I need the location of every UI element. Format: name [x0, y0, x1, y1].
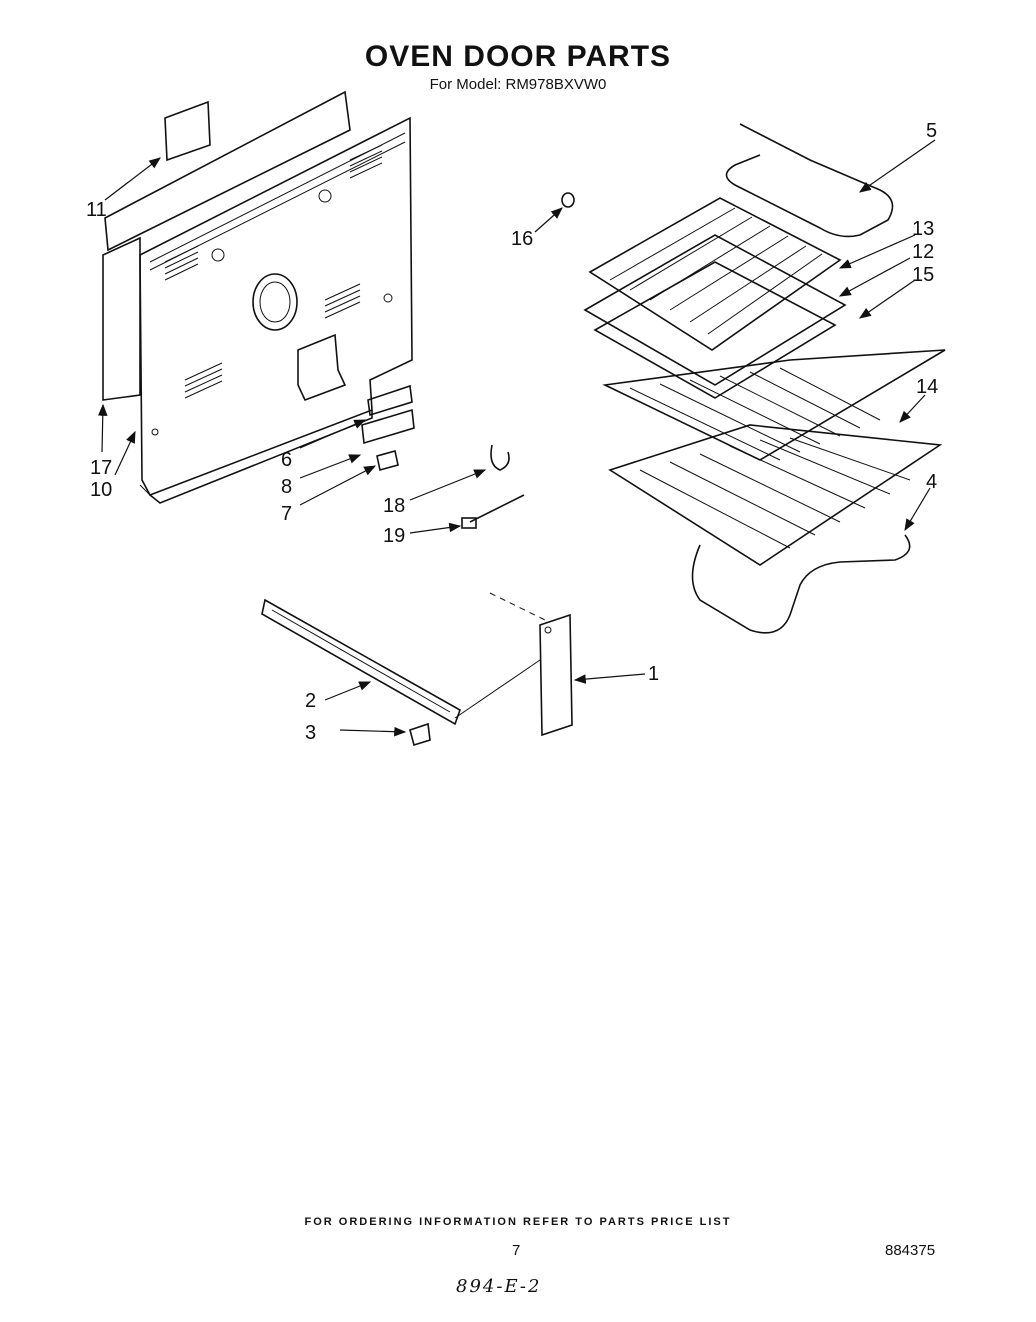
callout-16: 16 [511, 228, 533, 250]
oven-rack-upper [602, 349, 946, 461]
hinge-channel [261, 598, 461, 726]
callout-13: 13 [912, 218, 934, 240]
side-trim [539, 613, 573, 737]
page-title: OVEN DOOR PARTS [364, 40, 672, 73]
ordering-note: FOR ORDERING INFORMATION REFER TO PARTS … [304, 1216, 732, 1228]
callout-5: 5 [926, 120, 937, 142]
callout-12: 12 [912, 241, 934, 263]
callout-7: 7 [281, 503, 292, 525]
callout-1: 1 [648, 663, 659, 685]
handwritten-code: 894-E-2 [456, 1276, 542, 1297]
mounting-clip [409, 722, 431, 747]
callout-8: 8 [281, 476, 292, 498]
assembly-line [454, 659, 541, 719]
clip [490, 444, 510, 471]
page-number: 7 [512, 1242, 521, 1259]
door-inner-panel [102, 90, 413, 504]
callout-15: 15 [912, 264, 934, 286]
window-bracket [164, 100, 211, 162]
broil-element [691, 534, 911, 634]
probe [461, 494, 525, 529]
callout-10: 10 [90, 479, 112, 501]
callout-2: 2 [305, 690, 316, 712]
callout-14: 14 [916, 376, 938, 398]
bake-element [725, 123, 894, 238]
oven-rack-lower [608, 424, 943, 566]
document-number: 884375 [885, 1242, 936, 1259]
hinge-hardware [361, 384, 415, 471]
callout-6: 6 [281, 449, 292, 471]
callout-19: 19 [383, 525, 405, 547]
dashed-guide-line [489, 592, 546, 621]
broiler-pan-grid [588, 197, 842, 351]
model-subtitle: For Model: RM978BXVW0 [429, 76, 607, 93]
callout-4: 4 [926, 471, 937, 493]
leader-lines [97, 139, 936, 737]
callout-17: 17 [90, 457, 112, 479]
callout-11: 11 [86, 199, 107, 221]
callout-18: 18 [383, 495, 405, 517]
small-cap [561, 192, 575, 208]
callout-3: 3 [305, 722, 316, 744]
